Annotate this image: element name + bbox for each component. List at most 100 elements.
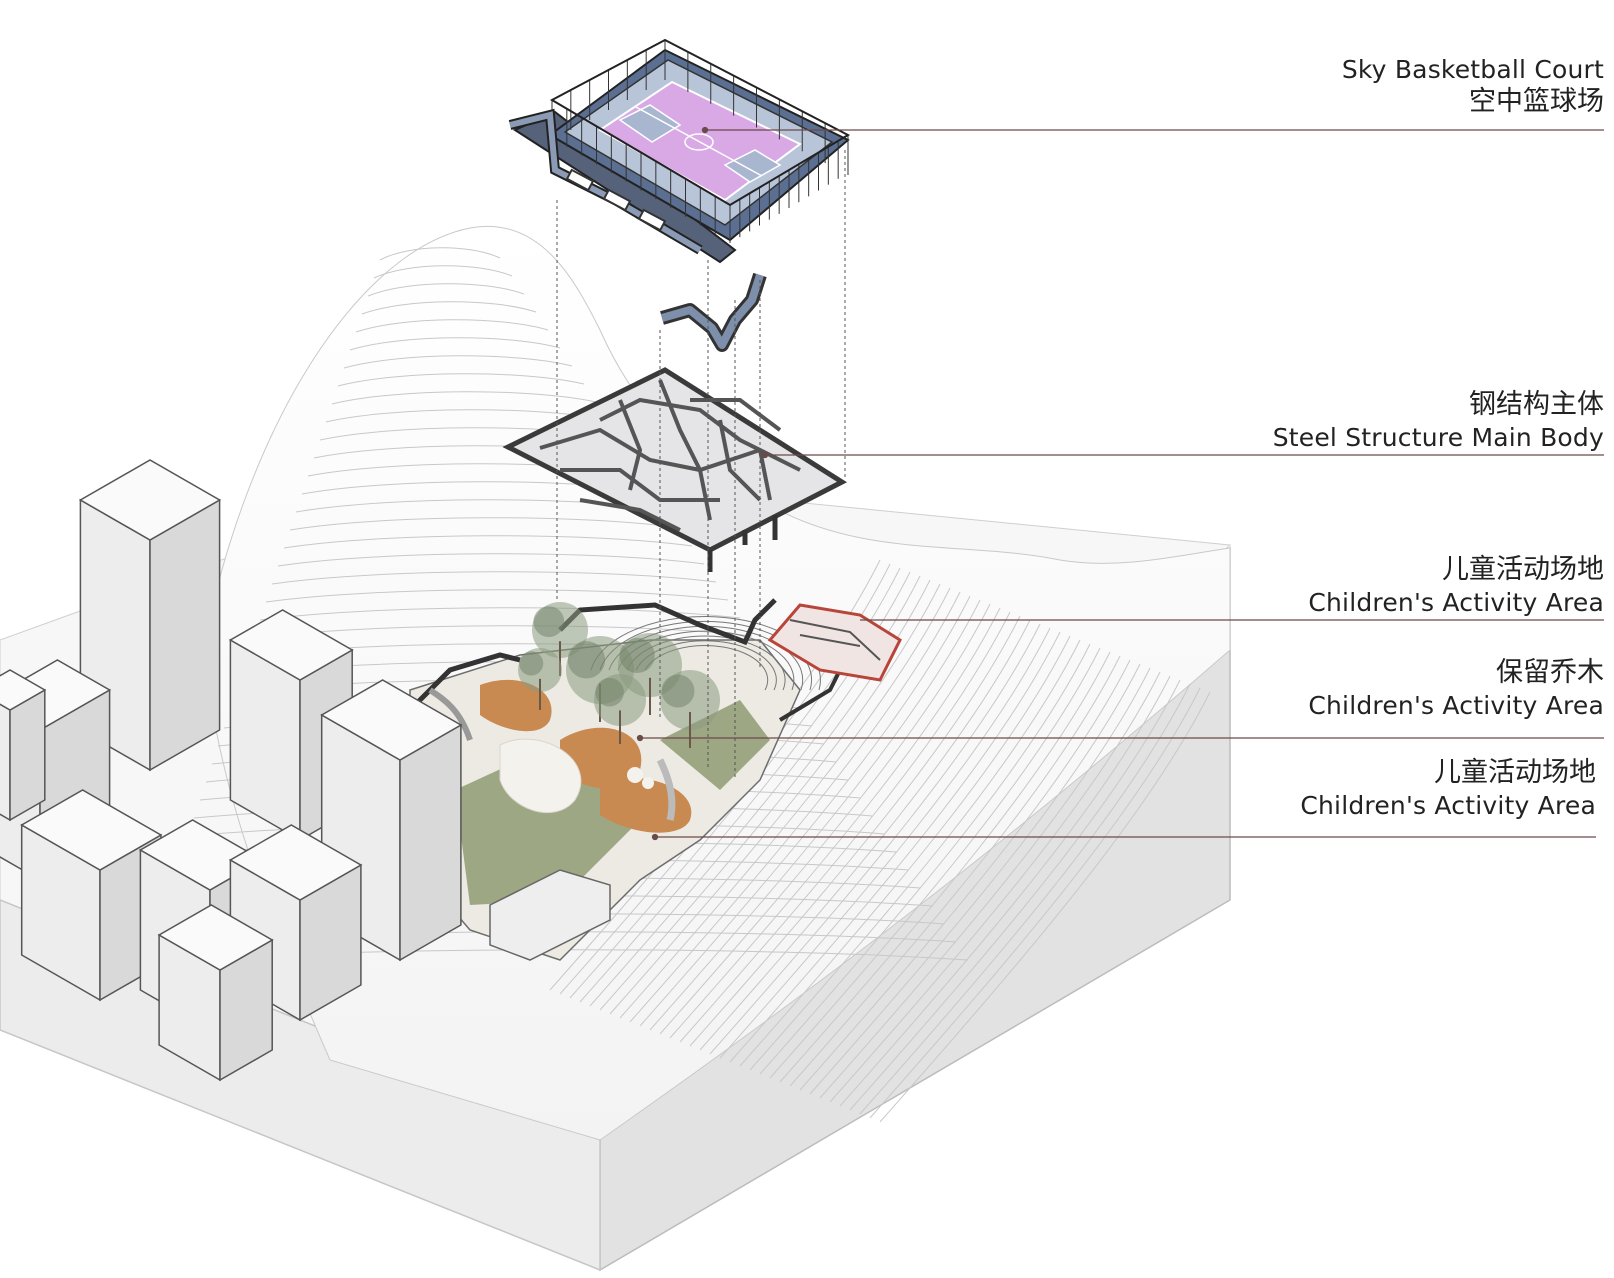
stair-layer (660, 272, 767, 352)
label-steel-structure: 钢结构主体 Steel Structure Main Body (1273, 388, 1604, 453)
label-sky-basketball-court: Sky Basketball Court 空中篮球场 (1342, 54, 1604, 119)
contour-line (331, 391, 597, 405)
steel-frame-beams (539, 379, 801, 532)
lawn-area (660, 700, 770, 790)
retaining-wall (398, 652, 521, 722)
contour-line (759, 643, 1091, 1075)
tree (660, 670, 720, 748)
contour-line (609, 583, 941, 1015)
slide (428, 687, 473, 741)
play-mound (642, 777, 654, 789)
contour-line (649, 599, 981, 1031)
court-halfcourt-line (635, 106, 763, 177)
playground-site (398, 598, 902, 961)
contour-line (779, 651, 1111, 1083)
court-safety-cage (551, 40, 849, 243)
leader-lines (636, 126, 1604, 841)
contour-line (699, 619, 1031, 1051)
steel-columns (707, 515, 778, 572)
contour-line (739, 635, 1071, 1067)
tree (518, 648, 562, 710)
contour-line (367, 283, 525, 297)
contour-line (799, 659, 1131, 1091)
surrounding-buildings (0, 459, 463, 1082)
contour-line (619, 587, 951, 1019)
retaining-wall (558, 598, 777, 646)
label-childrens-activity-area-1: 儿童活动场地 Children's Activity Area (1308, 553, 1604, 618)
court-center-circle (684, 133, 714, 151)
label-line-english: Children's Activity Area (1308, 690, 1604, 720)
label-childrens-activity-area-2: 儿童活动场地 Children's Activity Area (1300, 756, 1596, 821)
contour-line (829, 671, 1161, 1103)
play-path (499, 738, 582, 814)
court-key (723, 149, 782, 183)
contour-line (769, 647, 1101, 1079)
steel-frame-slab (502, 367, 848, 553)
contour-line (639, 595, 971, 1027)
contour-line (271, 571, 717, 585)
court-cage-top (549, 38, 851, 207)
contour-line (343, 355, 573, 369)
label-line-chinese: 空中篮球场 (1469, 86, 1604, 118)
retained-trees (518, 602, 720, 748)
contour-line (589, 575, 921, 1007)
contour-line (337, 373, 585, 387)
contour-line (265, 589, 729, 603)
contour-line (689, 615, 1021, 1047)
slide (656, 758, 676, 821)
contour-line (819, 667, 1151, 1099)
contour-line (879, 691, 1211, 1123)
label-retained-trees: 保留乔木 Children's Activity Area (1308, 656, 1604, 721)
contour-line (719, 627, 1051, 1059)
contour-line (669, 607, 1001, 1039)
projection-lines (556, 150, 846, 780)
contour-line (839, 675, 1171, 1107)
label-line-english: Children's Activity Area (1300, 790, 1596, 820)
climbing-net-structure (767, 603, 902, 682)
contour-line (869, 687, 1201, 1119)
contour-line (355, 319, 549, 333)
building-block (0, 669, 47, 822)
steel-structure-layer (502, 367, 848, 572)
label-line-chinese: 儿童活动场地 (1442, 554, 1604, 585)
contour-line (859, 683, 1191, 1115)
contour-line (289, 517, 681, 531)
lawn-area (455, 760, 640, 905)
contour-line (729, 631, 1061, 1063)
contour-line (849, 679, 1181, 1111)
contour-line (277, 553, 705, 567)
contour-line (749, 639, 1081, 1071)
contour-line (599, 579, 931, 1011)
contour-line (809, 663, 1141, 1095)
contour-line (679, 611, 1011, 1043)
contour-line (379, 247, 501, 261)
contour-line (349, 337, 561, 351)
label-line-chinese: 钢结构主体 (1469, 389, 1604, 420)
contour-line (629, 591, 961, 1023)
tree (532, 602, 588, 676)
contour-line (659, 603, 991, 1035)
label-line-english: Children's Activity Area (1308, 587, 1604, 617)
court-walkway (508, 108, 703, 255)
building-block (228, 824, 363, 1022)
service-building (489, 869, 611, 961)
contour-line (579, 571, 911, 1003)
contour-line (569, 567, 901, 999)
contour-line (283, 535, 693, 549)
label-line-chinese: 保留乔木 (1496, 657, 1604, 688)
play-mound (627, 767, 643, 783)
spiral-stair (660, 273, 764, 349)
contour-line (373, 265, 513, 279)
play-surface (480, 679, 552, 732)
contour-line (361, 301, 537, 315)
contour-line (259, 607, 741, 621)
label-line-chinese: 儿童活动场地 (1434, 757, 1596, 788)
label-line-english: Steel Structure Main Body (1272, 422, 1604, 452)
label-line-english: Sky Basketball Court (1341, 55, 1604, 84)
contour-line (789, 655, 1121, 1087)
building-block (157, 904, 274, 1082)
contour-line (709, 623, 1041, 1055)
sky-basketball-court-layer (508, 38, 851, 264)
